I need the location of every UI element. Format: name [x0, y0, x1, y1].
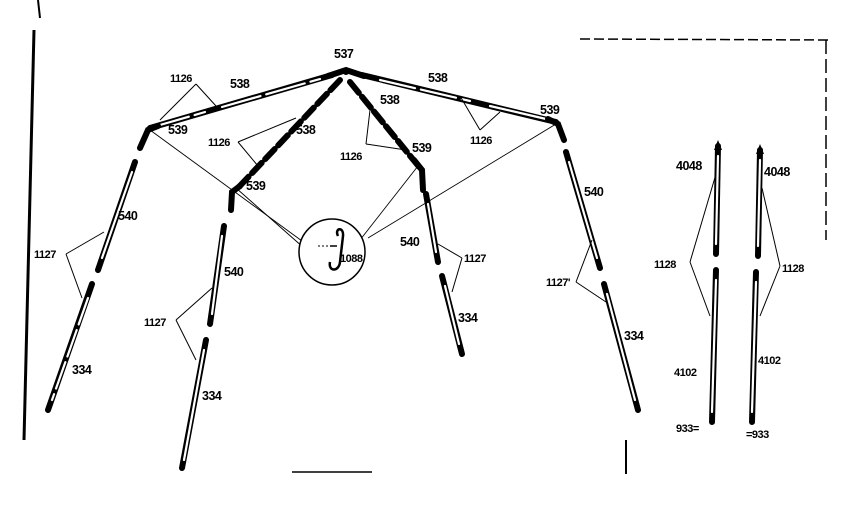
roof-pole-mid-right	[347, 79, 423, 171]
label-4102-left: 4102	[674, 367, 697, 379]
label-539-mid-right: 539	[412, 141, 432, 155]
corner-fitting-right	[545, 116, 567, 143]
label-540-mid-left: 540	[224, 265, 244, 279]
leg-far-left	[45, 159, 138, 413]
label-540-mid-right: 540	[400, 235, 420, 249]
label-1126-right: 1126	[470, 135, 492, 147]
roof-pole-mid-left	[233, 77, 343, 193]
corner-fitting-mid-right	[411, 157, 426, 193]
leg-mid-right	[423, 191, 465, 357]
label-538-mid-right: 538	[380, 93, 400, 107]
label-933-left: 933=	[676, 423, 699, 435]
roof-poles	[147, 72, 559, 193]
label-1128-right: 1128	[782, 263, 804, 275]
label-1088-hook: 1088	[340, 253, 363, 265]
label-1126-mid-right: 1126	[340, 151, 362, 163]
leg-far-right	[563, 149, 641, 413]
label-1126-top-left: 1126	[170, 73, 192, 85]
label-334-mid-left: 334	[202, 389, 222, 403]
label-334-far-left: 334	[72, 363, 92, 377]
label-1127-mid-left: 1127	[144, 317, 166, 329]
roof-pole-left	[147, 72, 335, 131]
label-538-mid-left: 538	[296, 123, 316, 137]
label-1127-far-left: 1127	[34, 249, 56, 261]
label-334-far-right: 334	[624, 329, 644, 343]
hook-icon	[328, 228, 345, 271]
frame-top-right-edge	[579, 38, 831, 41]
label-540-right: 540	[584, 185, 604, 199]
label-1126-mid-left: 1126	[208, 137, 230, 149]
guy-lines	[149, 123, 557, 249]
label-538-top-left: 538	[230, 77, 250, 91]
label-4048-left: 4048	[676, 159, 702, 173]
leader-lines	[65, 83, 781, 361]
hook-detail-circle	[298, 218, 366, 286]
label-538-top-right: 538	[428, 71, 448, 85]
label-539-corner-right: 539	[540, 103, 560, 117]
label-1127-mid-right: 1127	[464, 253, 486, 265]
roof-pole-right	[359, 72, 559, 125]
label-hub-537: 537	[334, 47, 354, 61]
page-frame	[22, 0, 831, 474]
label-539-corner-left: 539	[168, 123, 188, 137]
guy-line-left	[149, 129, 303, 242]
label-539-mid-left: 539	[246, 179, 266, 193]
label-334-mid-right: 334	[458, 311, 478, 325]
leg-mid-left	[179, 223, 227, 471]
guy-line-right	[367, 123, 557, 239]
frame-top-left-mark	[37, 0, 41, 19]
label-4048-right: 4048	[764, 165, 790, 179]
corner-fitting-left	[137, 123, 161, 151]
guy-line-mid-right	[359, 165, 419, 241]
corner-fittings	[137, 116, 567, 213]
legs	[45, 149, 641, 471]
label-1127-far-right: 1127'	[546, 277, 571, 289]
label-4102-right: 4102	[758, 355, 781, 367]
part-labels: 537 1126 538 538 539 539 1126 538 538 11…	[34, 47, 805, 441]
side-poles	[709, 140, 764, 425]
label-1128-left: 1128	[654, 259, 676, 271]
label-933-right: =933	[746, 429, 769, 441]
label-540-far-left: 540	[118, 209, 138, 223]
frame-left-edge	[22, 29, 36, 441]
side-pole-left	[709, 140, 722, 425]
top-hub-537	[325, 66, 367, 79]
side-pole-right	[749, 144, 764, 425]
corner-fitting-mid-left	[228, 183, 243, 213]
hook-detail-1088	[298, 218, 366, 286]
guy-line-mid-left	[235, 187, 305, 249]
